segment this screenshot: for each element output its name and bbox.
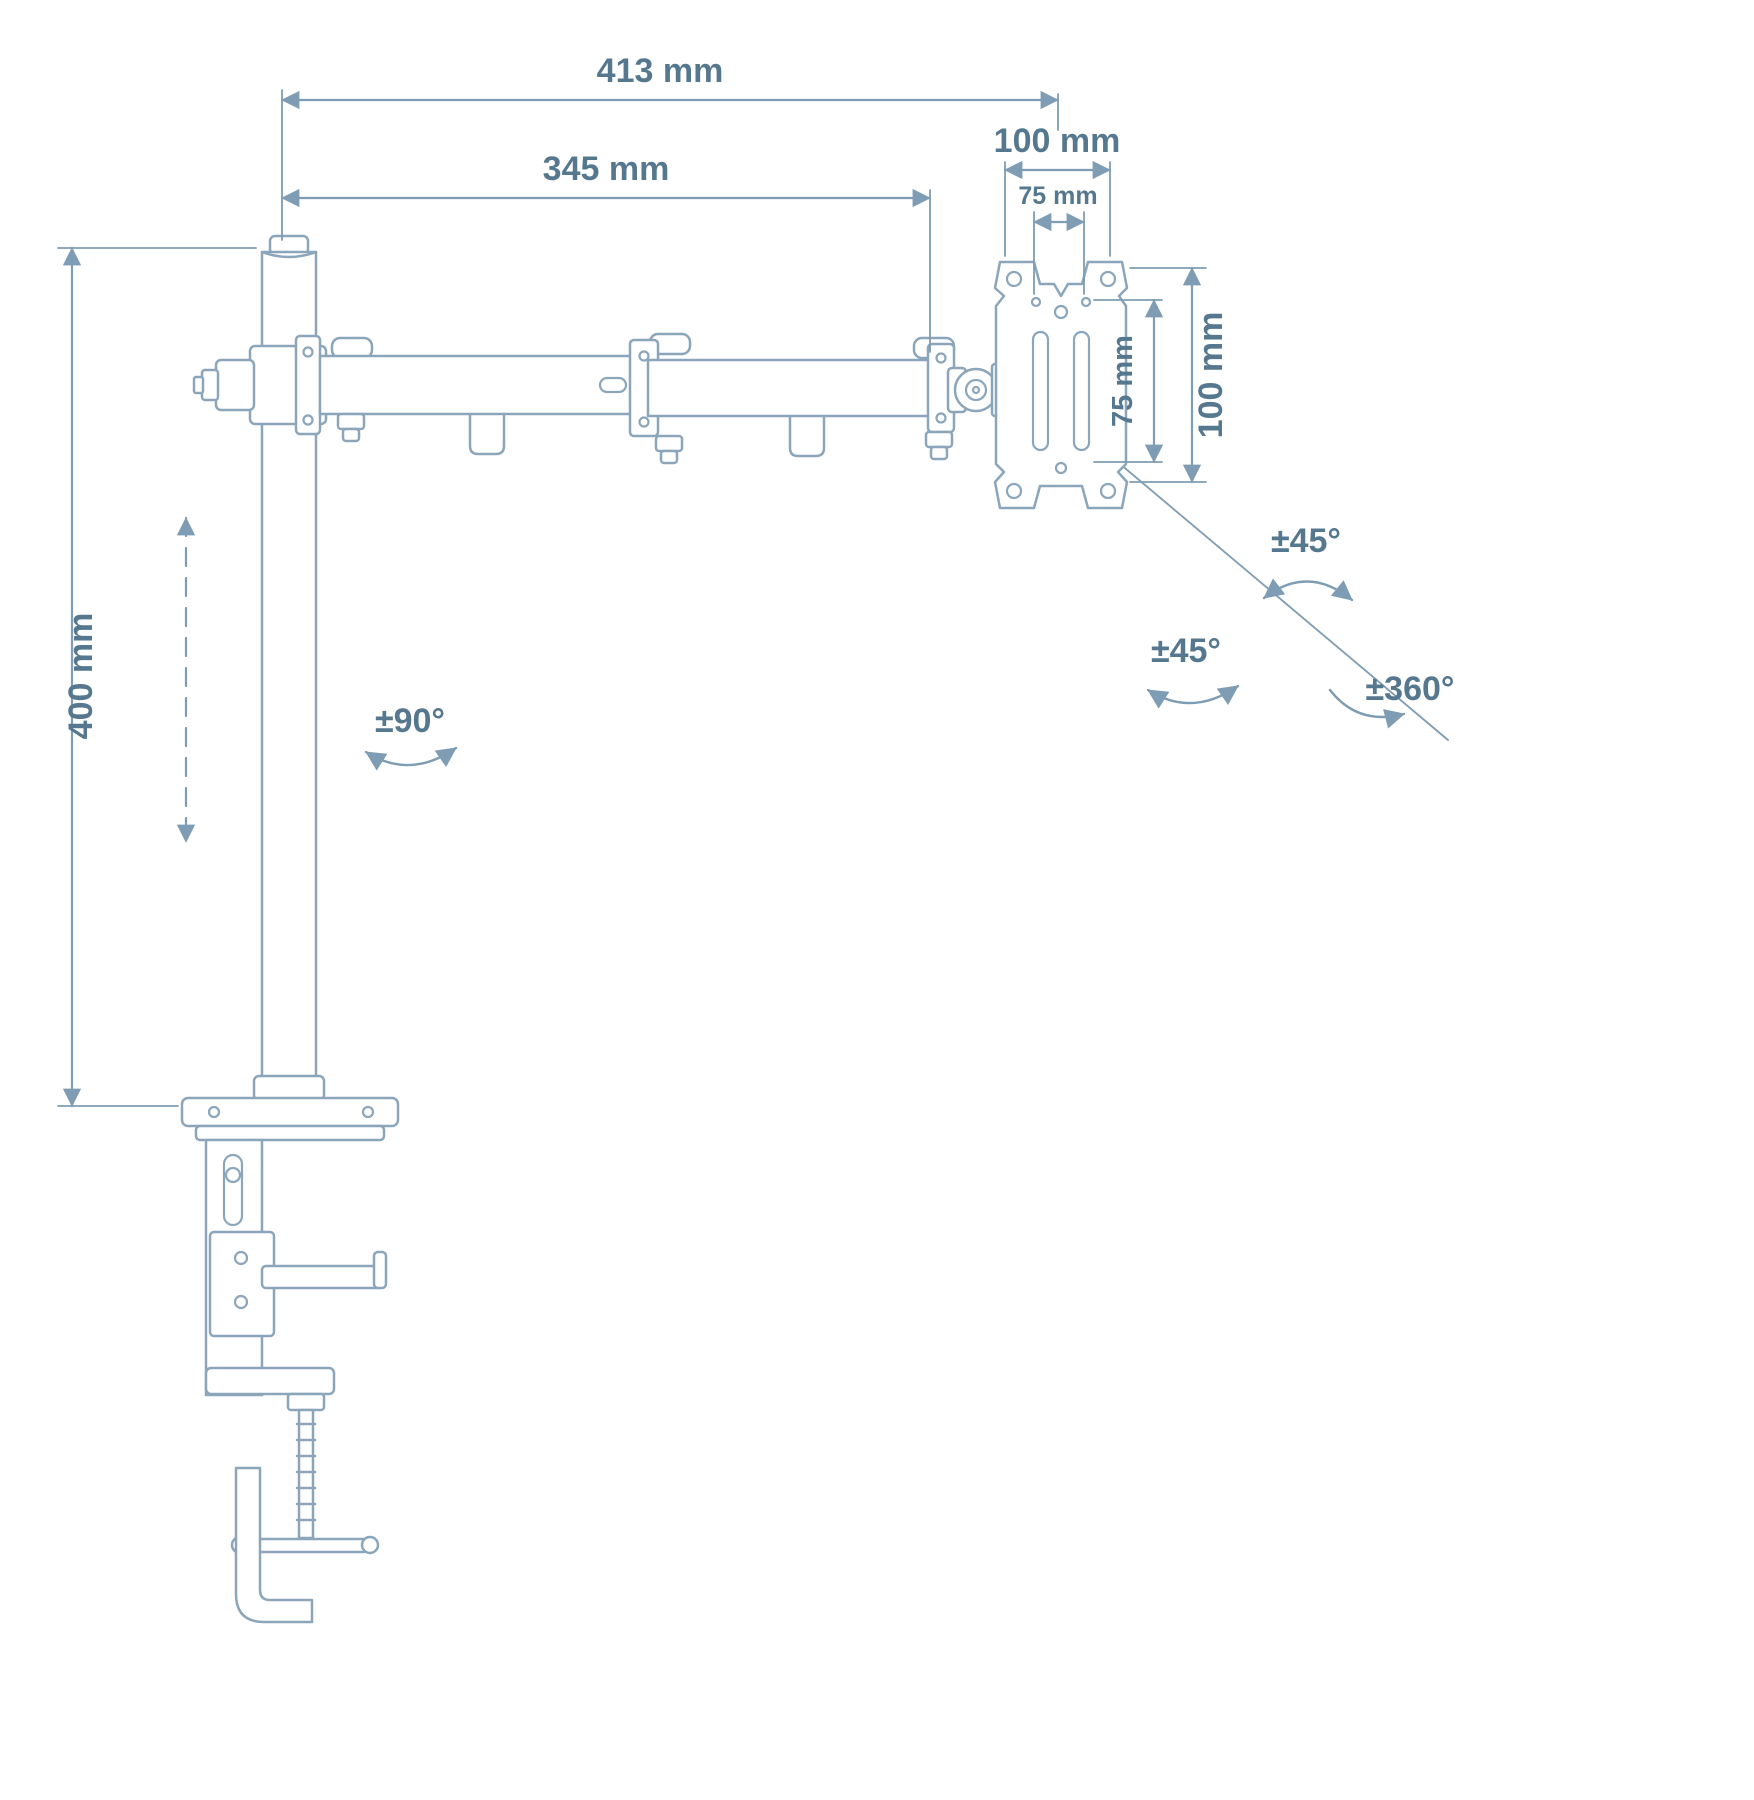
cable-clip <box>468 412 506 456</box>
rotation-plate-360: ±360° <box>1328 670 1455 729</box>
rotation-plate-swivel-lower: ±45° <box>1146 632 1240 709</box>
rotation-plate-swivel-upper: ±45° <box>1262 522 1354 602</box>
rot-label-360: ±360° <box>1366 670 1455 708</box>
dim-label-413: 413 mm <box>597 52 724 90</box>
arm <box>294 332 1006 465</box>
rot-label-45-upper: ±45° <box>1271 522 1341 560</box>
cable-clip <box>788 414 826 458</box>
rot-label-45-lower: ±45° <box>1151 632 1221 670</box>
dimension-vesa-width-outer: 100 mm <box>994 122 1121 257</box>
vesa-plate <box>993 260 1129 510</box>
dimension-arm-reach-inner: 345 mm <box>280 150 932 353</box>
arm-bolt <box>654 434 684 465</box>
arm-bolt <box>336 412 366 443</box>
dimension-arm-reach-full: 413 mm <box>280 52 1060 241</box>
arm-bolt <box>924 430 954 461</box>
dimension-vesa-height-inner: 75 mm <box>1093 298 1164 464</box>
dim-label-vesa-width-75: 75 mm <box>1018 182 1097 210</box>
clamp-hook <box>234 1466 314 1624</box>
desk-clamp <box>180 1096 400 1624</box>
dimension-pole-height: 400 mm <box>57 246 257 1108</box>
screw-threads <box>295 1422 317 1522</box>
dimension-vesa-width-inner: 75 mm <box>1018 182 1098 295</box>
dim-label-400: 400 mm <box>62 613 100 740</box>
dimension-vesa-height-outer: 100 mm <box>1129 266 1230 484</box>
dim-label-vesa-height-75: 75 mm <box>1107 335 1139 427</box>
rotation-arm-swivel: ±90° <box>364 702 458 771</box>
dim-label-vesa-height-100: 100 mm <box>1192 312 1230 439</box>
dim-label-vesa-width-100: 100 mm <box>994 122 1121 160</box>
dim-label-345: 345 mm <box>543 150 670 188</box>
rot-label-90: ±90° <box>375 702 445 740</box>
